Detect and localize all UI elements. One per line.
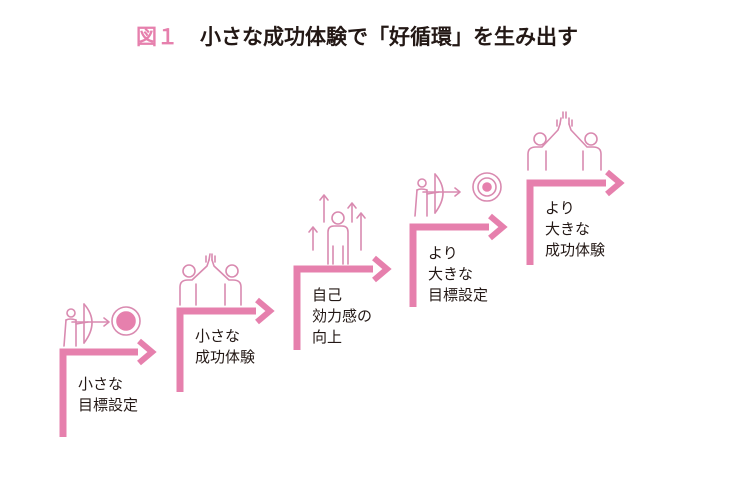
- high-five-icon: [179, 253, 242, 306]
- high-five-icon: [527, 111, 602, 171]
- step-5-label: より 大きな 成功体験: [545, 199, 606, 259]
- step-4-arrow: [409, 213, 508, 307]
- figure-title: 図１ 小さな成功体験で「好循環」を生み出す: [136, 20, 578, 54]
- step-4-label: より 大きな 目標設定: [428, 244, 489, 304]
- person-growth-arrows-icon: [308, 194, 366, 265]
- step-2-arrow: [176, 297, 275, 392]
- step-3-arrow: [293, 255, 392, 350]
- step-2-label: 小さな 成功体験: [195, 327, 256, 366]
- archer-target-icon: [63, 303, 141, 347]
- figure-title-text: 小さな成功体験で「好循環」を生み出す: [200, 25, 578, 49]
- step-5-arrow: [526, 169, 625, 265]
- figure-number: 図１: [136, 25, 178, 49]
- archer-target-icon: [414, 172, 502, 217]
- step-3-label: 自己 効力感の 向上: [312, 286, 373, 346]
- step-1-arrow: [59, 338, 157, 437]
- step-1-label: 小さな 目標設定: [78, 375, 139, 414]
